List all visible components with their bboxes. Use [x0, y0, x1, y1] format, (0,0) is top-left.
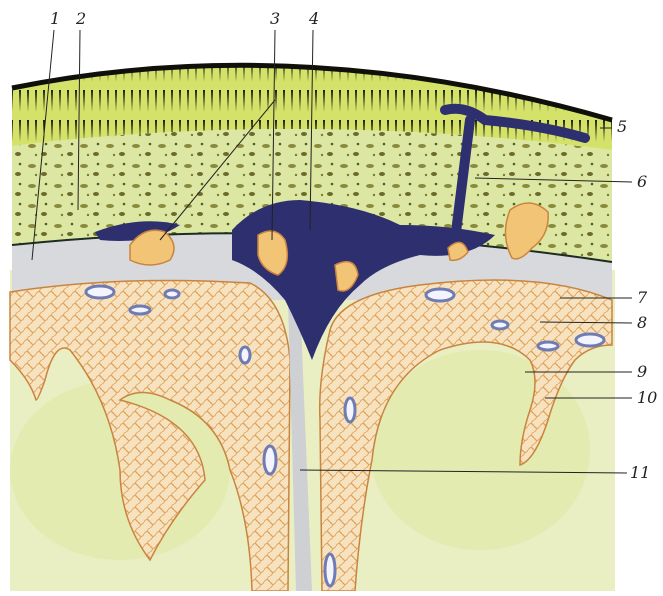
- label-1: 1: [50, 9, 60, 28]
- label-6: 6: [637, 172, 647, 191]
- label-3: 3: [270, 9, 280, 28]
- label-9: 9: [637, 362, 647, 381]
- label-7: 7: [637, 288, 648, 307]
- label-5: 5: [617, 117, 627, 136]
- label-11: 11: [630, 463, 650, 482]
- label-8: 8: [637, 313, 647, 332]
- label-10: 10: [637, 388, 657, 407]
- label-4: 4: [308, 9, 319, 28]
- label-2: 2: [75, 9, 86, 28]
